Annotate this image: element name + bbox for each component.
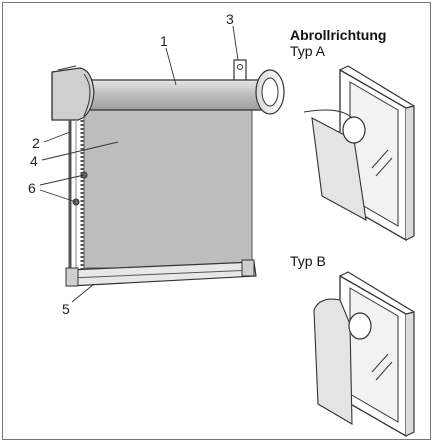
callout-3: 3 — [226, 11, 234, 27]
bottom-rail — [65, 259, 257, 287]
type-a-label: Typ A — [290, 43, 326, 59]
callout-4: 4 — [30, 153, 38, 169]
callout-2: 2 — [32, 135, 40, 151]
roller-tube — [87, 69, 285, 115]
leader-lines — [39, 25, 239, 303]
blind-fabric — [83, 107, 253, 269]
legend-title: Abrollrichtung — [290, 27, 386, 43]
wall-bracket — [233, 59, 247, 83]
type-b-label: Typ B — [290, 253, 326, 269]
callout-6: 6 — [28, 180, 36, 196]
callout-1: 1 — [160, 33, 168, 49]
left-end-bracket — [51, 65, 95, 121]
callout-5: 5 — [62, 301, 70, 317]
side-cord — [68, 120, 84, 270]
type-a-illustration — [303, 65, 415, 242]
type-b-illustration — [313, 271, 415, 438]
